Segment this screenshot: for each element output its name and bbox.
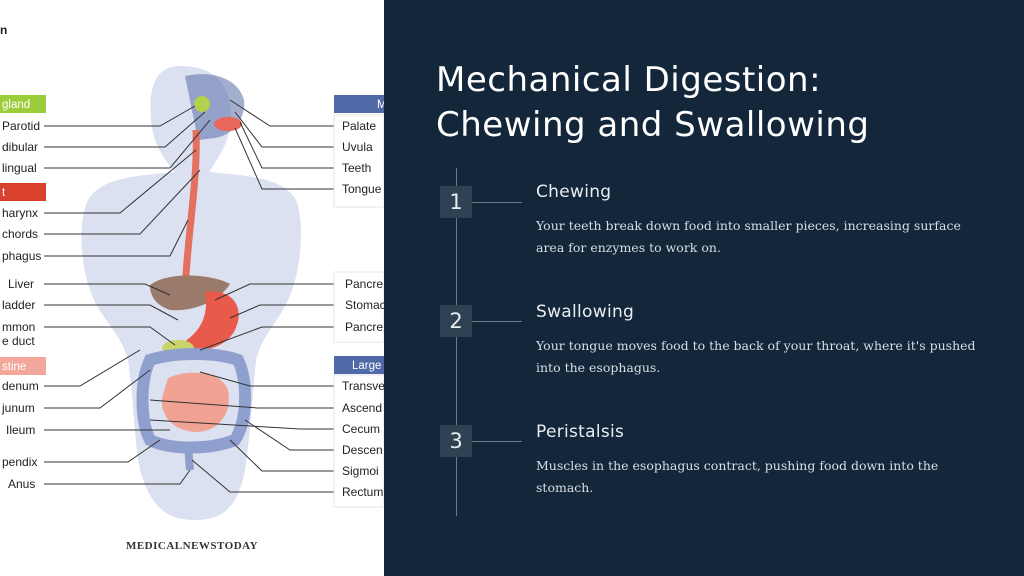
label-pharynx: harynx [2, 206, 38, 220]
label-ileum: Ileum [6, 423, 35, 437]
mouth-list-box [333, 114, 384, 208]
label-jejunum: junum [1, 401, 35, 415]
mouth-header-bg [334, 95, 384, 113]
slide-content-panel: Mechanical Digestion: Chewing and Swallo… [384, 0, 1024, 576]
label-anus: Anus [8, 477, 35, 491]
rectum-shape [184, 444, 194, 471]
step-3-heading: Peristalsis [536, 422, 625, 442]
label-gallbladder: ladder [2, 298, 35, 312]
step-3-number: 3 [440, 425, 472, 457]
medicalnewstoday-logo: MEDICALNEWSTODAY [126, 540, 258, 552]
large-intestine-header: Large [352, 360, 381, 372]
tongue-shape [214, 117, 242, 131]
label-cecum: Cecum [342, 422, 380, 436]
slide-title-line-2: Chewing and Swallowing [436, 105, 870, 145]
label-stomach: Stomac [345, 298, 384, 312]
salivary-header-bg [0, 95, 46, 113]
label-tongue: Tongue [342, 182, 382, 196]
label-sigmoid: Sigmoi [342, 464, 379, 478]
label-ascending: Ascend [342, 401, 382, 415]
digestive-system-diagram: n gland Parotid dibular lingual t harynx… [0, 0, 384, 576]
label-teeth: Teeth [342, 161, 371, 175]
label-appendix: pendix [2, 455, 37, 469]
label-transverse: Transve [342, 379, 384, 393]
throat-header: t [2, 187, 6, 199]
label-vocal-chords: chords [2, 227, 38, 241]
small-intestine-header-bg [0, 357, 46, 375]
mouth-header: M [377, 99, 384, 111]
diagram-title-fragment: n [0, 23, 7, 37]
step-2-connector [472, 321, 522, 322]
salivary-header: gland [2, 99, 30, 111]
organ-right-box [333, 271, 384, 343]
label-pancreas-2: Pancre [345, 320, 383, 334]
label-bile-duct: e duct [2, 334, 35, 348]
throat-header-bg [0, 183, 46, 201]
large-intestine-list-box [333, 374, 384, 508]
label-pancreas-1: Pancre [345, 277, 383, 291]
leader-lines-left [44, 105, 211, 485]
large-intestine-header-bg [334, 356, 384, 374]
slide-title: Mechanical Digestion: Chewing and Swallo… [436, 58, 996, 148]
step-3-connector [472, 441, 522, 442]
label-parotid: Parotid [2, 119, 40, 133]
step-1-connector [472, 202, 522, 203]
step-2-body: Your tongue moves food to the back of yo… [536, 338, 976, 375]
timeline-line [456, 168, 457, 516]
step-2-number: 2 [440, 305, 472, 337]
small-intestine-header: stine [2, 361, 26, 373]
label-descending: Descen [342, 443, 383, 457]
step-2-heading: Swallowing [536, 302, 635, 322]
label-liver: Liver [8, 277, 34, 291]
step-3-body: Muscles in the esophagus contract, pushi… [536, 458, 939, 495]
label-sublingual: lingual [2, 161, 37, 175]
step-1-heading: Chewing [536, 182, 612, 202]
stomach-shape [180, 291, 239, 350]
slide-title-line-1: Mechanical Digestion: [436, 60, 822, 100]
label-submandibular: dibular [2, 140, 38, 154]
step-1-number: 1 [440, 186, 472, 218]
step-1-body: Your teeth break down food into smaller … [536, 218, 961, 255]
salivary-gland-shape [194, 96, 210, 112]
label-palate: Palate [342, 119, 376, 133]
label-esophagus: phagus [2, 249, 41, 263]
label-common: mmon [2, 320, 35, 334]
label-uvula: Uvula [342, 140, 373, 154]
small-intestine-shape [161, 372, 229, 432]
diagram-svg: n gland Parotid dibular lingual t harynx… [0, 23, 384, 552]
label-duodenum: denum [2, 379, 39, 393]
label-rectum: Rectum [342, 485, 383, 499]
large-intestine-shape [136, 348, 252, 454]
leader-lines-right [149, 99, 338, 493]
